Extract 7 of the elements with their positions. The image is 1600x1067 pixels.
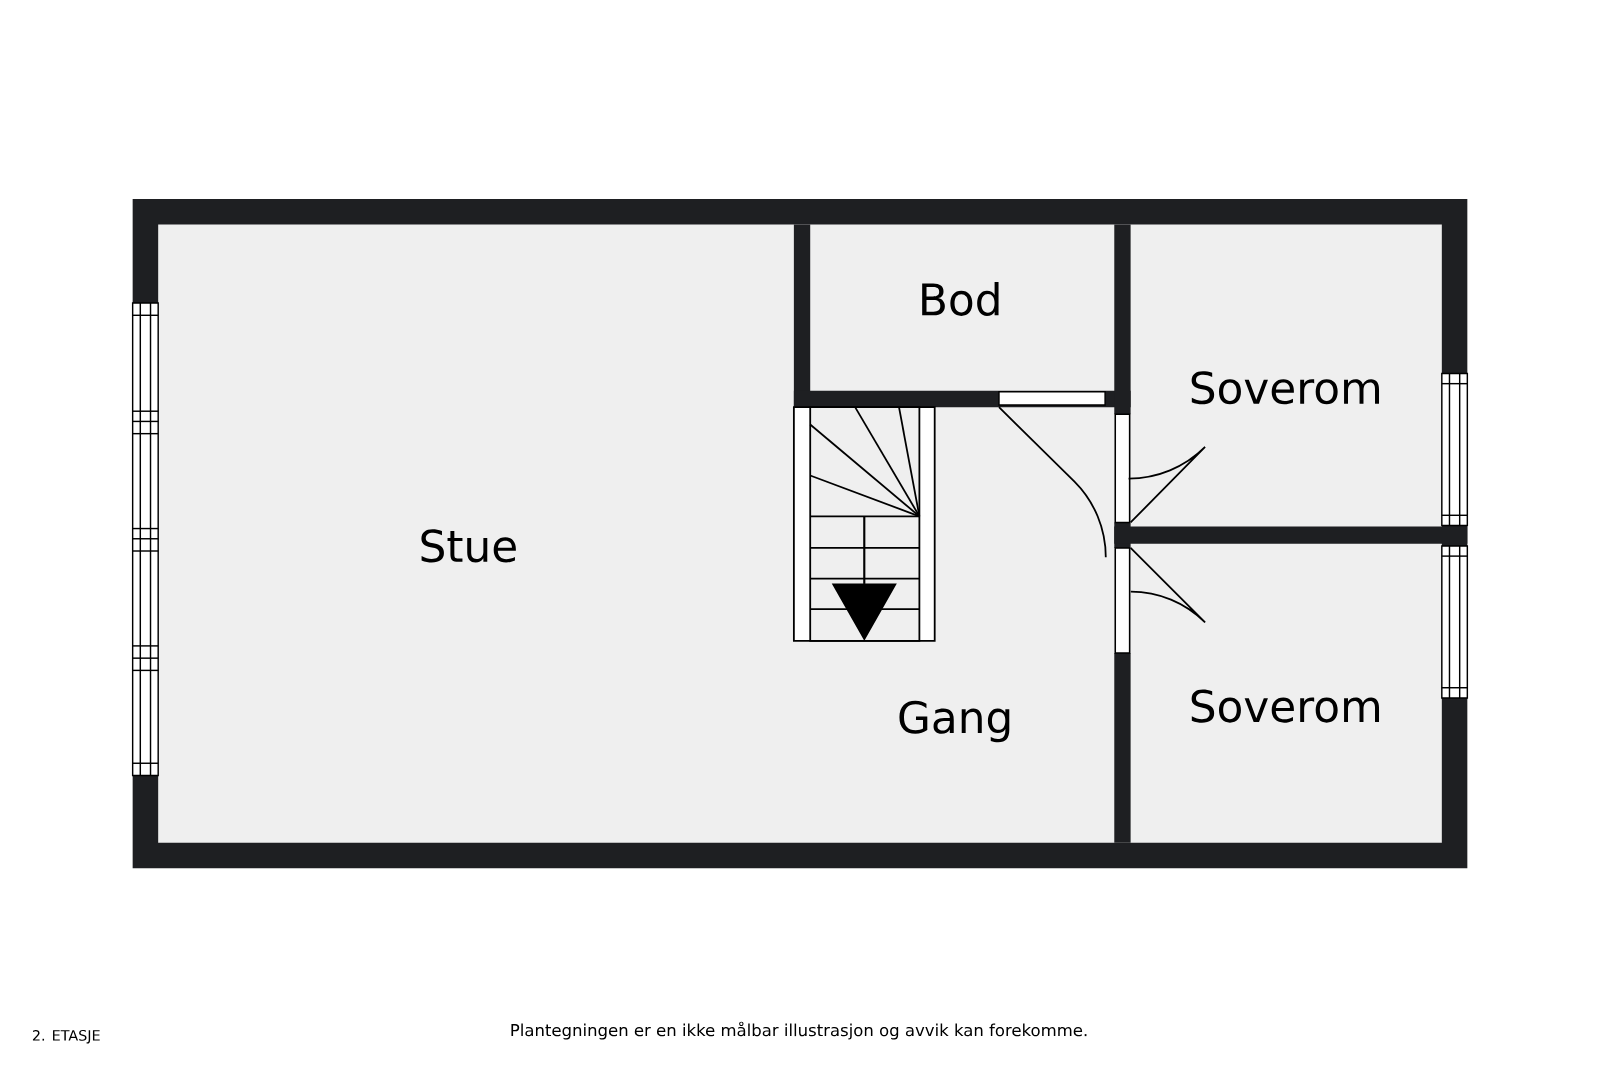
room-label: Gang — [899, 700, 1010, 743]
floor-label: 2. ETASJE — [32, 1029, 100, 1044]
disclaimer-note: Plantegningen er en ikke målbar illustrasjon og avvik kan forekomme. — [511, 1021, 1087, 1040]
room-label: Bod — [922, 281, 999, 316]
room-label: Soverom — [1191, 371, 1379, 405]
room-label: Stue — [421, 529, 516, 563]
room-label: Soverom — [1191, 689, 1379, 723]
